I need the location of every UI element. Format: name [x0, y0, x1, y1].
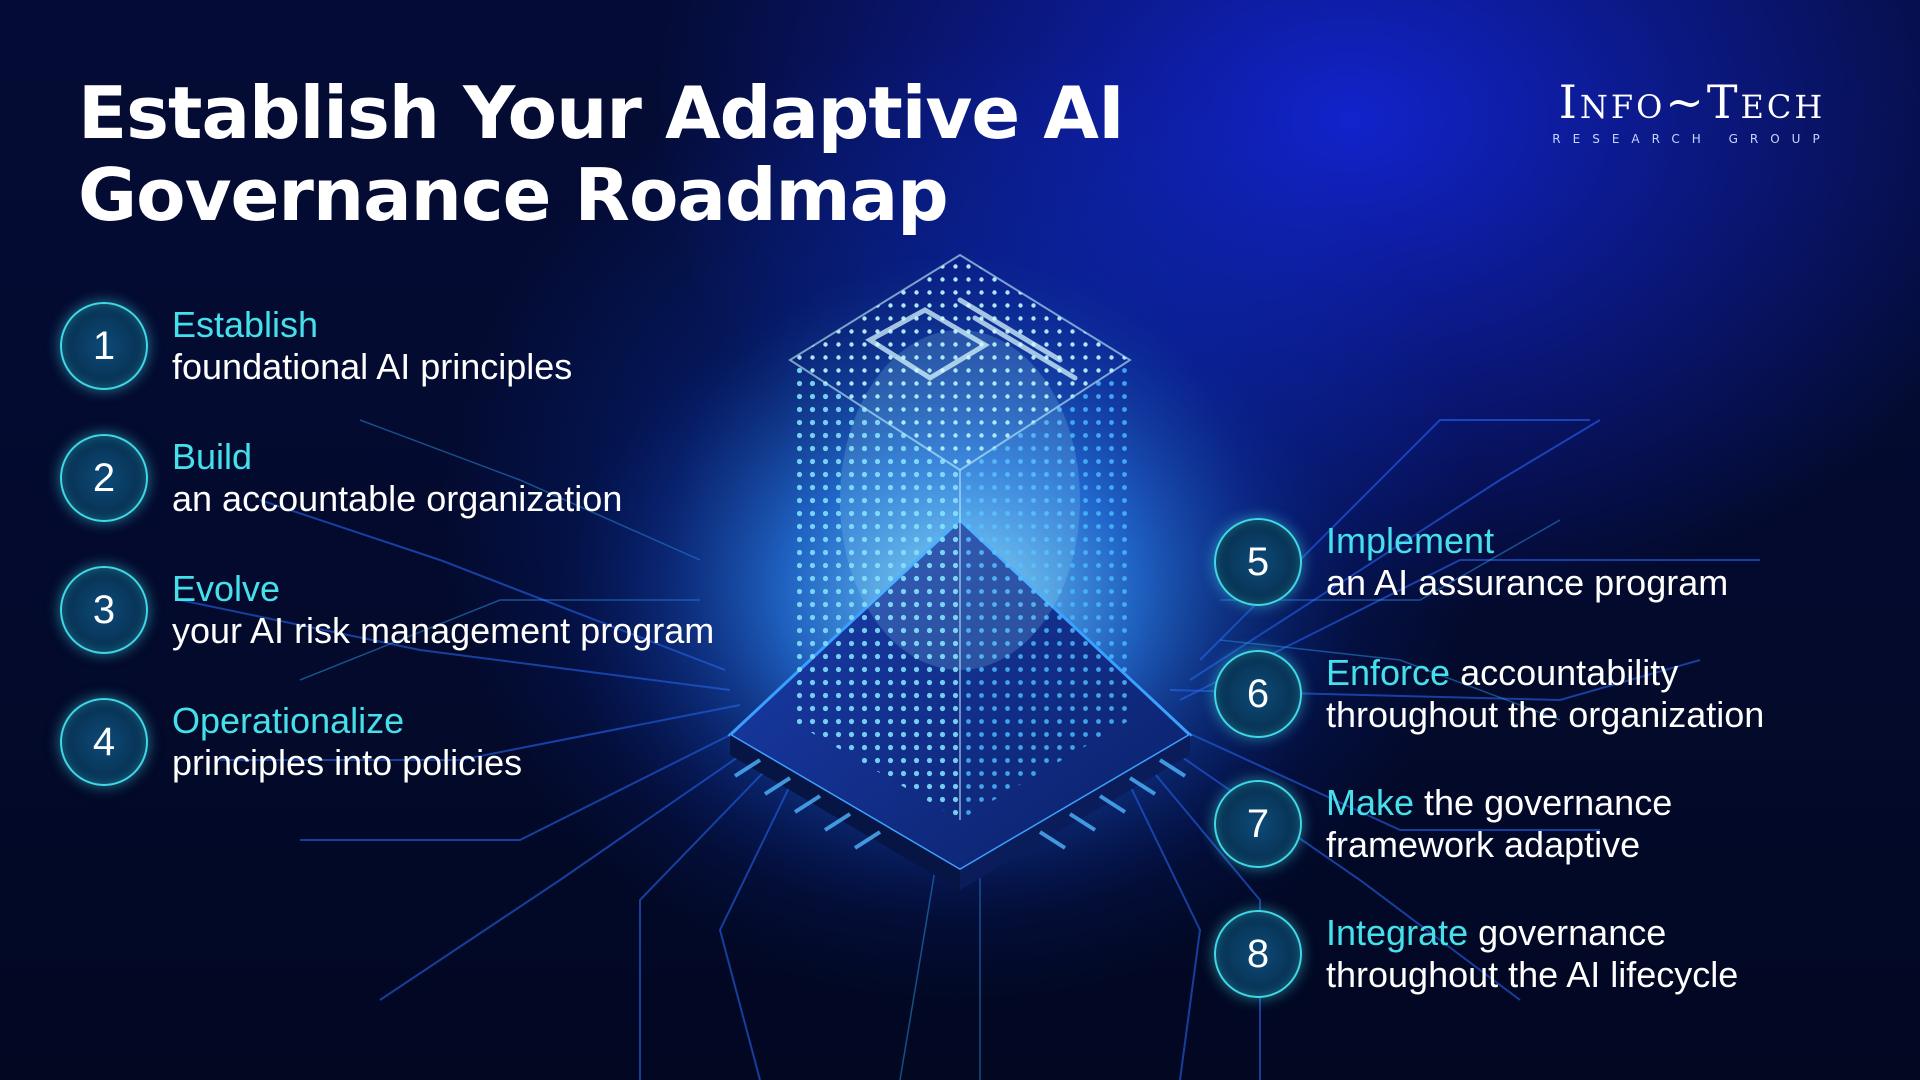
step-number-badge: 5	[1214, 518, 1302, 606]
step-number-badge: 8	[1214, 910, 1302, 998]
step-number-badge: 1	[60, 302, 148, 390]
step-description: throughout the organization	[1326, 694, 1765, 735]
step-keyword: Evolve	[172, 568, 281, 609]
step-description: framework adaptive	[1326, 824, 1641, 865]
step-keyword: Integrate	[1326, 912, 1469, 953]
step-heading-rest: accountability	[1450, 652, 1679, 693]
step-description: foundational AI principles	[172, 346, 573, 387]
roadmap-step-7: 7 Make the governance framework adaptive	[1214, 780, 1672, 868]
step-text: Establish foundational AI principles	[172, 304, 572, 388]
roadmap-step-4: 4 Operationalize principles into policie…	[60, 698, 522, 786]
step-description: throughout the AI lifecycle	[1326, 954, 1739, 995]
step-description: your AI risk management program	[172, 610, 715, 651]
step-number-badge: 4	[60, 698, 148, 786]
page-title: Establish Your Adaptive AI Governance Ro…	[78, 72, 1178, 236]
step-heading-rest: governance	[1468, 912, 1667, 953]
step-keyword: Enforce	[1326, 652, 1451, 693]
step-text: Evolve your AI risk management program	[172, 568, 714, 652]
step-text: Build an accountable organization	[172, 436, 622, 520]
step-keyword: Implement	[1326, 520, 1495, 561]
step-text: Implement an AI assurance program	[1326, 520, 1728, 604]
roadmap-step-3: 3 Evolve your AI risk management program	[60, 566, 714, 654]
roadmap-step-6: 6 Enforce accountability throughout the …	[1214, 650, 1764, 738]
step-number-badge: 2	[60, 434, 148, 522]
step-text: Operationalize principles into policies	[172, 700, 522, 784]
logo-wordmark: Info~Tech	[1558, 75, 1826, 129]
step-heading-rest: the governance	[1414, 782, 1673, 823]
step-keyword: Establish	[172, 304, 319, 345]
step-number-badge: 3	[60, 566, 148, 654]
info-tech-logo: Info~Tech RESEARCH GROUP	[1532, 76, 1852, 146]
step-description: an AI assurance program	[1326, 562, 1729, 603]
title-line-1: Establish Your Adaptive AI	[78, 71, 1125, 155]
roadmap-step-2: 2 Build an accountable organization	[60, 434, 622, 522]
step-text: Integrate governance throughout the AI l…	[1326, 912, 1738, 996]
step-number-badge: 7	[1214, 780, 1302, 868]
roadmap-step-8: 8 Integrate governance throughout the AI…	[1214, 910, 1738, 998]
step-number-badge: 6	[1214, 650, 1302, 738]
step-keyword: Make	[1326, 782, 1415, 823]
logo-tagline: RESEARCH GROUP	[1552, 132, 1832, 146]
step-text: Make the governance framework adaptive	[1326, 782, 1672, 866]
step-keyword: Operationalize	[172, 700, 405, 741]
step-keyword: Build	[172, 436, 253, 477]
title-line-2: Governance Roadmap	[78, 153, 949, 237]
roadmap-step-1: 1 Establish foundational AI principles	[60, 302, 572, 390]
roadmap-step-5: 5 Implement an AI assurance program	[1214, 518, 1728, 606]
step-text: Enforce accountability throughout the or…	[1326, 652, 1764, 736]
step-description: principles into policies	[172, 742, 523, 783]
step-description: an accountable organization	[172, 478, 623, 519]
